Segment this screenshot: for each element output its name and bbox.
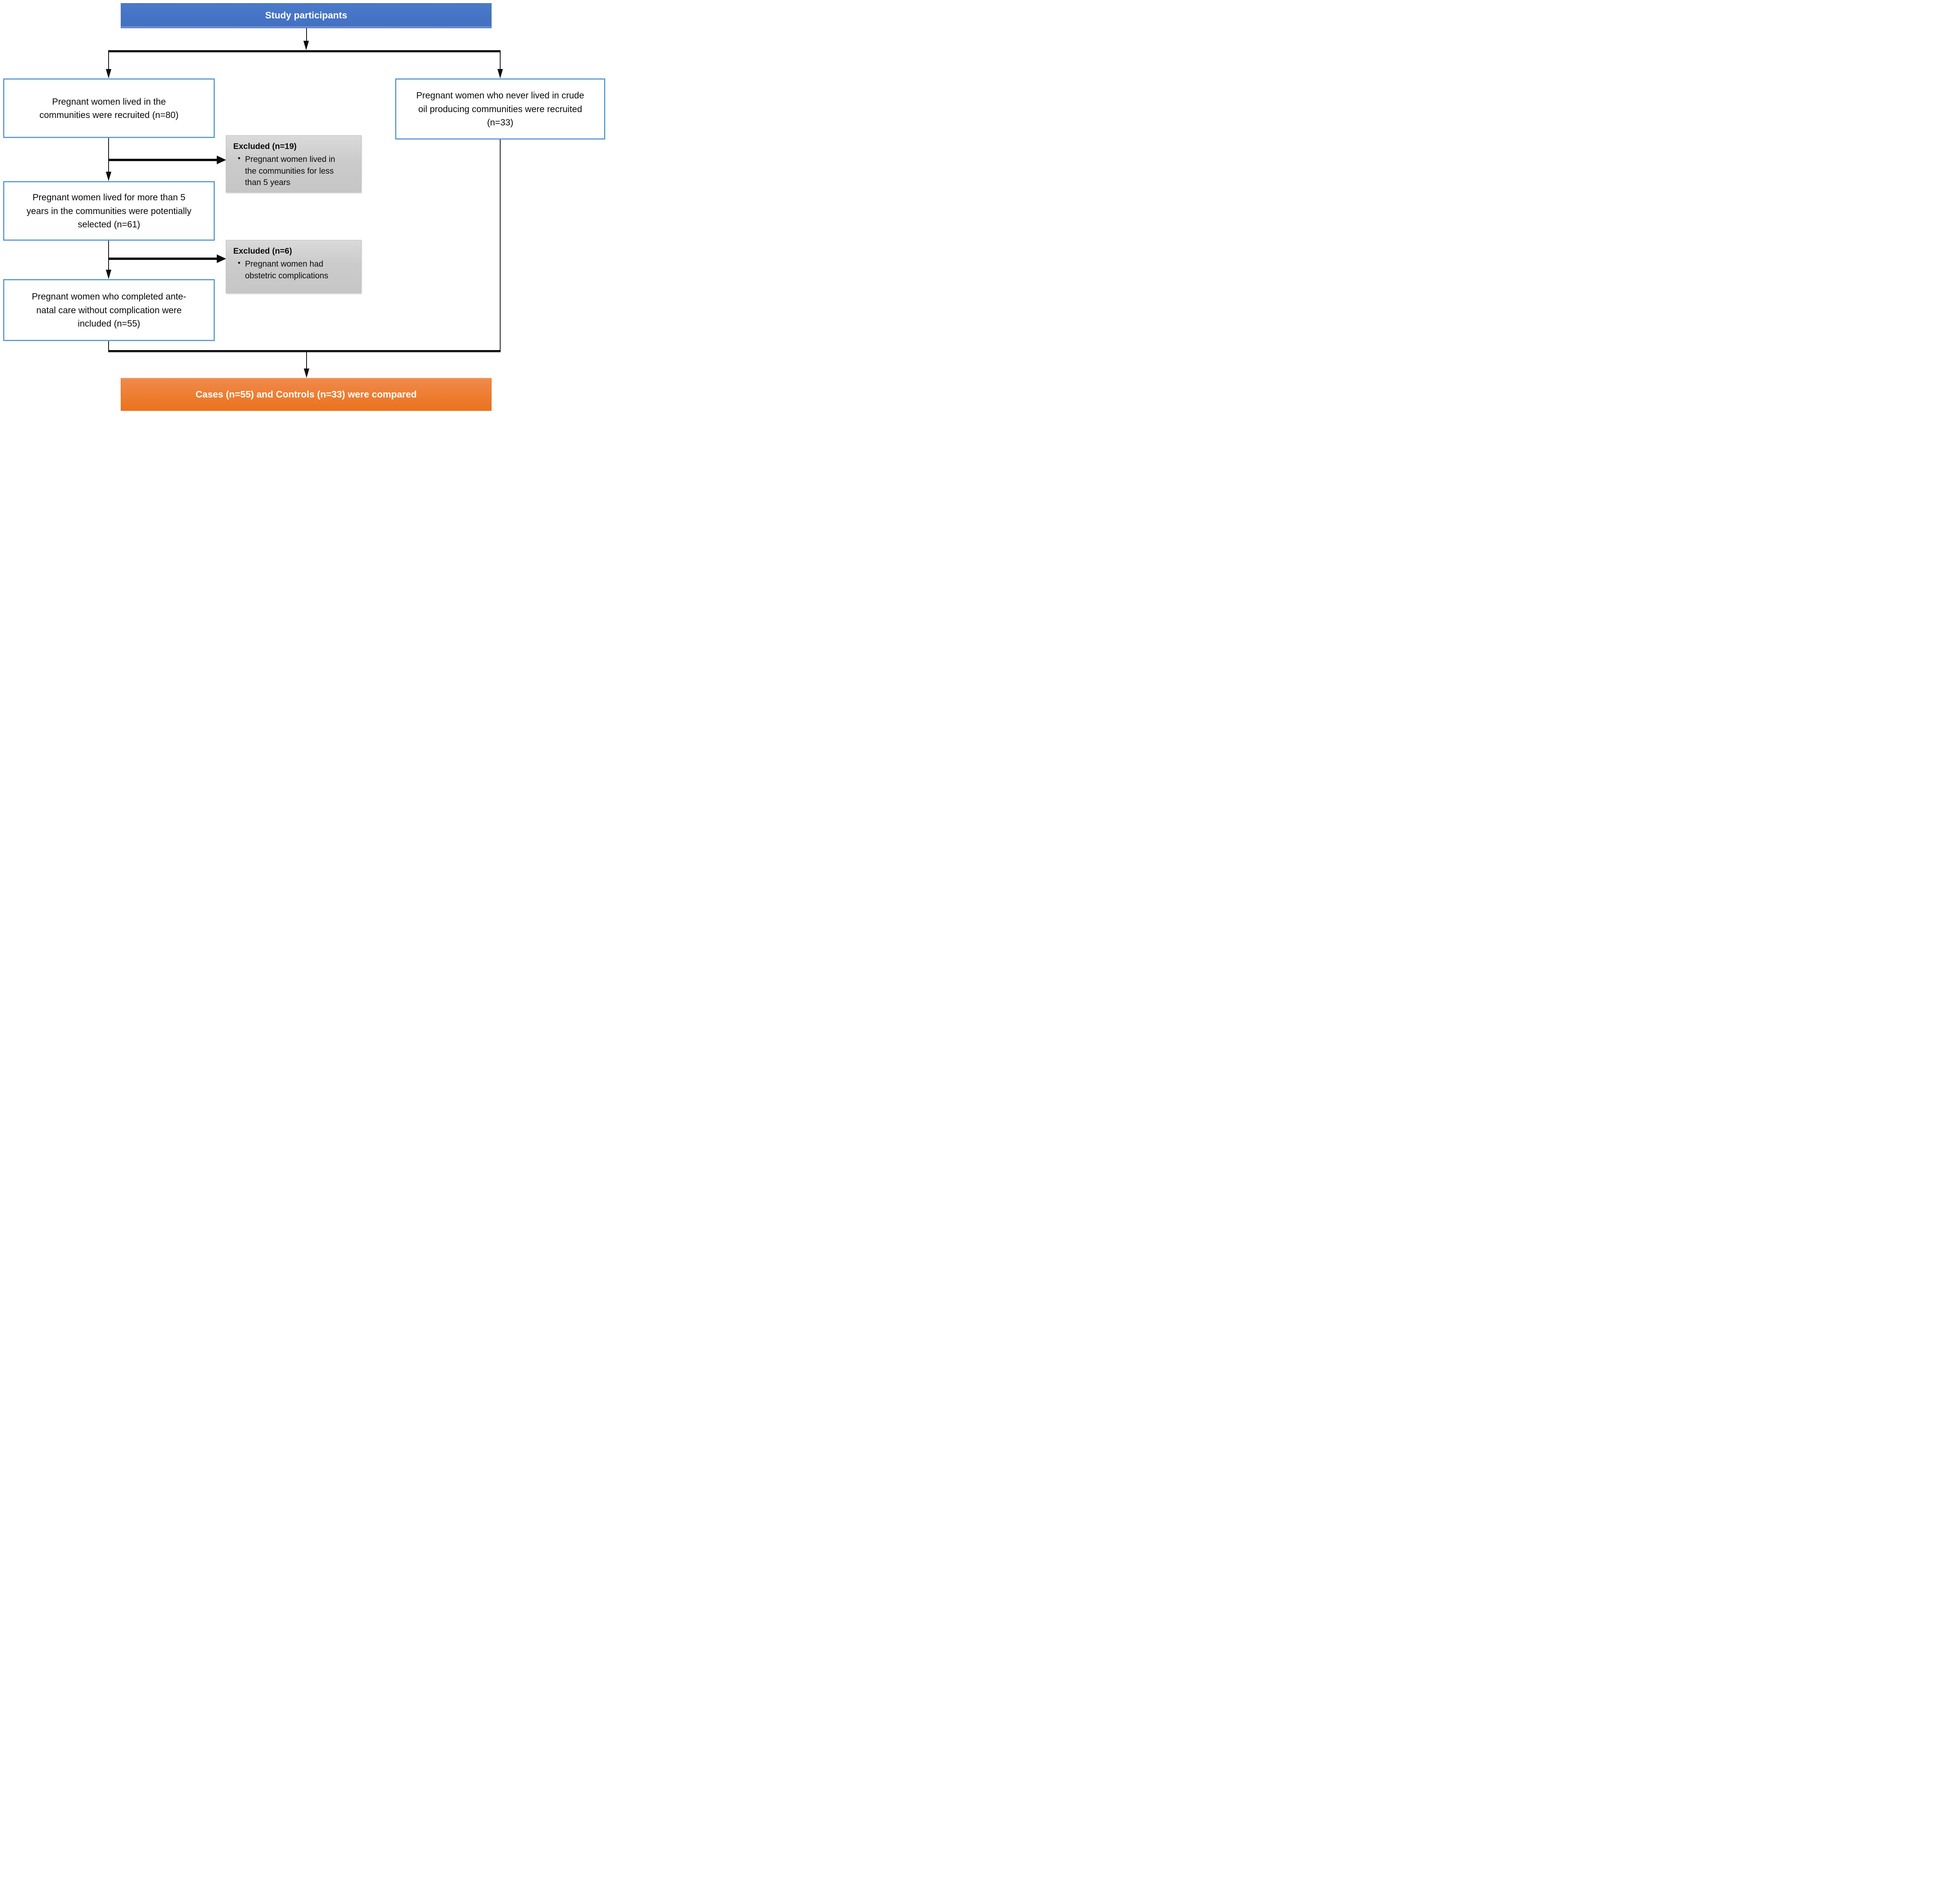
excluded-6-item: Pregnant women had obstetric complicatio…	[245, 259, 328, 280]
excluded-19-item: Pregnant women lived in the communities …	[245, 154, 335, 187]
connector-merge-bar	[108, 350, 501, 352]
connector-cases-1	[108, 138, 109, 172]
connector-excluded-19	[109, 159, 218, 161]
excluded-19-bullet-row: • Pregnant women lived in the communitie…	[233, 154, 356, 189]
cases-recruited-label: Pregnant women lived in the communities …	[39, 96, 179, 120]
comparison-result-box: Cases (n=55) and Controls (n=33) were co…	[121, 378, 492, 411]
connector-cases-2	[108, 241, 109, 270]
connector-merge-stem	[306, 352, 307, 369]
controls-recruited-label: Pregnant women who never lived in crude …	[416, 90, 584, 128]
cases-recruited-box: Pregnant women lived in the communities …	[3, 78, 215, 138]
excluded-6-heading: Excluded (n=6)	[233, 247, 292, 256]
excluded-19-box: Excluded (n=19) • Pregnant women lived i…	[226, 135, 361, 192]
connector-controls-to-merge	[500, 140, 501, 350]
arrowhead-header-down	[303, 41, 309, 50]
cases-included-box: Pregnant women who completed ante-natal …	[3, 279, 215, 341]
arrowhead-cases-1	[106, 172, 111, 181]
cases-selected-label: Pregnant women lived for more than 5 yea…	[26, 192, 192, 230]
arrowhead-to-cases	[106, 69, 111, 78]
cases-selected-box: Pregnant women lived for more than 5 yea…	[3, 181, 215, 241]
excluded-19-heading: Excluded (n=19)	[233, 142, 297, 151]
arrowhead-to-result	[304, 368, 309, 378]
bullet-icon: •	[238, 259, 241, 267]
excluded-6-bullet-row: • Pregnant women had obstetric complicat…	[233, 258, 356, 282]
comparison-result-label: Cases (n=55) and Controls (n=33) were co…	[195, 389, 417, 400]
connector-header-stem	[306, 28, 307, 42]
arrowhead-cases-2	[106, 270, 111, 279]
study-flow-diagram: Study participants Pregnant women lived …	[0, 0, 606, 413]
connector-cases-to-merge	[108, 341, 109, 350]
cases-included-label: Pregnant women who completed ante-natal …	[32, 291, 186, 329]
arrowhead-to-controls	[497, 69, 503, 78]
study-participants-box: Study participants	[121, 3, 492, 28]
connector-top-split-bar	[108, 50, 501, 52]
connector-excluded-6	[109, 258, 218, 260]
study-participants-label: Study participants	[265, 10, 347, 21]
connector-to-cases	[108, 52, 109, 69]
arrowhead-excluded-6	[217, 254, 226, 263]
connector-to-controls	[500, 52, 501, 69]
excluded-6-box: Excluded (n=6) • Pregnant women had obst…	[226, 240, 361, 293]
arrowhead-excluded-19	[217, 156, 226, 164]
bullet-icon: •	[238, 154, 241, 163]
controls-recruited-box: Pregnant women who never lived in crude …	[395, 78, 605, 140]
